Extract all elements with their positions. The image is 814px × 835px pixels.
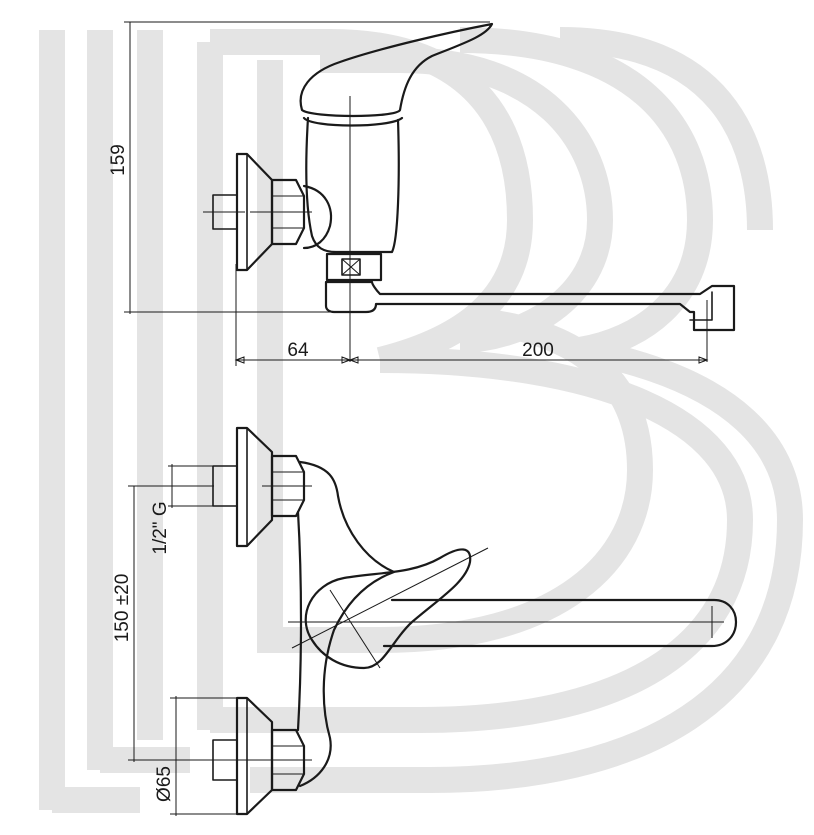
hex-nut-top: [250, 178, 333, 250]
thread-label: 1/2" G: [150, 501, 171, 554]
spout-bottom: [288, 598, 738, 648]
dimension-200-label: 200: [522, 340, 554, 361]
wall-flange-upper: [212, 426, 312, 548]
spout-top: [324, 280, 736, 362]
dimension-150-label: 150 ±20: [112, 574, 133, 643]
lever-handle-bottom: [291, 547, 489, 670]
wall-flange-lower: [176, 696, 312, 816]
top-view: 150 ±20 1/2" G: [112, 426, 738, 816]
mixer-body-top: [299, 22, 494, 362]
diverter-block: [325, 252, 383, 282]
dimension-159-label: 159: [108, 144, 129, 176]
dimension-64-label: 64: [287, 340, 309, 361]
diameter-label: Ø65: [154, 766, 175, 802]
dimension-horizontal: 64 200: [234, 264, 709, 366]
watermark-logo: [39, 27, 804, 813]
dimension-159: 159: [108, 21, 490, 314]
dimension-diameter: Ø65: [154, 696, 240, 816]
side-view: 159: [108, 21, 736, 366]
mixer-body-bottom: [296, 460, 396, 788]
dimension-thread: 1/2" G: [150, 464, 214, 555]
